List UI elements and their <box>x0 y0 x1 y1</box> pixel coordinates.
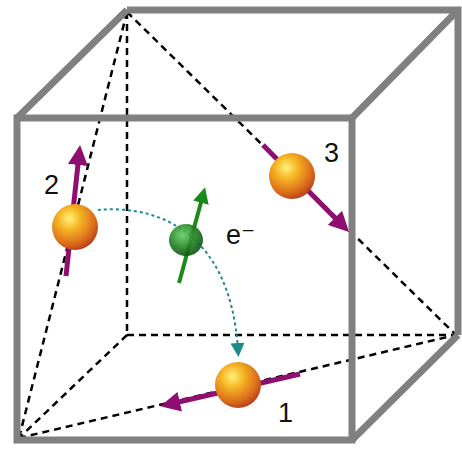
callout-number: 2 <box>44 172 59 199</box>
ion-sphere <box>52 204 98 250</box>
callout-number: 1 <box>278 400 293 427</box>
cube-edges <box>17 10 458 440</box>
electron-label: e⁻ <box>226 222 255 249</box>
ion-sphere <box>215 362 261 408</box>
ion-sphere <box>269 153 315 199</box>
electron-sphere <box>169 224 203 256</box>
callout-number: 3 <box>324 140 339 167</box>
hopping-path <box>98 209 238 350</box>
